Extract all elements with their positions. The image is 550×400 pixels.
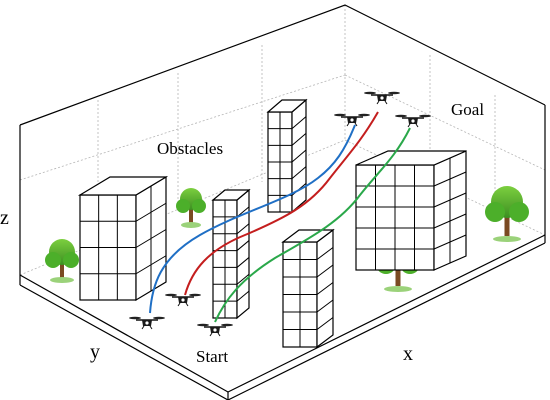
building-front-right: [281, 228, 335, 349]
flight-paths: [149, 111, 411, 323]
axis-x-label: x: [403, 343, 413, 365]
axis-z-label: z: [0, 207, 9, 229]
tree-center: [176, 188, 206, 228]
building-left: [77, 175, 169, 302]
obstacles-label: Obstacles: [157, 139, 223, 158]
box-outer-edges: [19, 4, 546, 400]
blue-path: [149, 124, 356, 314]
building-large-right: [355, 150, 467, 271]
tree-right-back: [485, 186, 529, 242]
red-path: [184, 111, 379, 296]
start-drone-1: [129, 316, 165, 330]
start-drone-2: [165, 293, 201, 307]
goal-drone-3: [395, 114, 431, 128]
goal-drone-1: [334, 113, 370, 127]
start-drone-3: [197, 323, 233, 337]
goal-label: Goal: [451, 100, 484, 119]
start-label: Start: [196, 347, 228, 366]
green-path: [214, 127, 411, 323]
goal-drone-2: [364, 91, 400, 105]
tree-left: [45, 239, 79, 283]
building-front-center: [211, 188, 251, 320]
axis-y-label: y: [90, 341, 100, 363]
